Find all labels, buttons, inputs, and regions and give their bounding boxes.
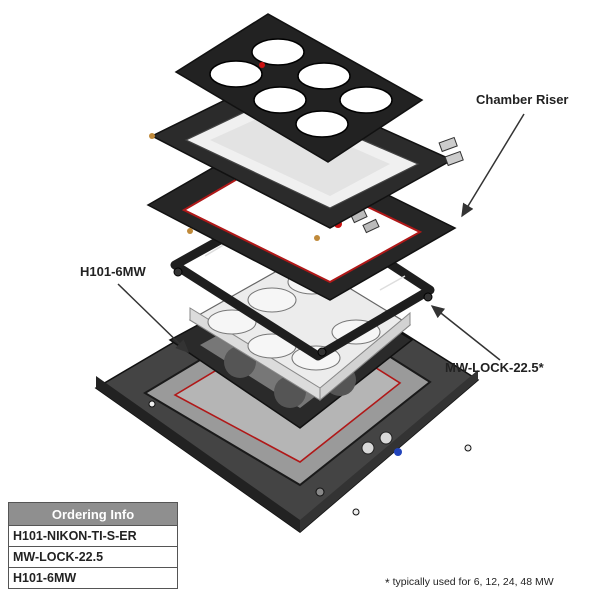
- ordering-item: H101-NIKON-TI-S-ER: [8, 525, 178, 547]
- ordering-item: H101-6MW: [8, 567, 178, 589]
- ordering-item: MW-LOCK-22.5: [8, 546, 178, 568]
- mw-lock-leader-arrow: [430, 305, 501, 361]
- h101-6mw-leader-arrow: [117, 283, 190, 354]
- h101-6mw-label: H101-6MW: [80, 264, 146, 279]
- six-well-plate: [188, 257, 412, 402]
- ordering-info-header: Ordering Info: [8, 502, 178, 526]
- mw-lock-label: MW-LOCK-22.5*: [445, 360, 544, 375]
- top-lid: [174, 13, 424, 163]
- ordering-info-table: Ordering Info H101-NIKON-TI-S-ER MW-LOCK…: [8, 502, 178, 589]
- footnote-text: typically used for 6, 12, 24, 48 MW: [392, 576, 554, 588]
- chamber-riser-label: Chamber Riser: [476, 92, 569, 107]
- footnote-marker: *: [385, 576, 390, 590]
- chamber-riser-leader-arrow: [461, 113, 525, 218]
- upper-chamber-frame: [149, 77, 464, 229]
- footnote: * typically used for 6, 12, 24, 48 MW: [385, 576, 554, 590]
